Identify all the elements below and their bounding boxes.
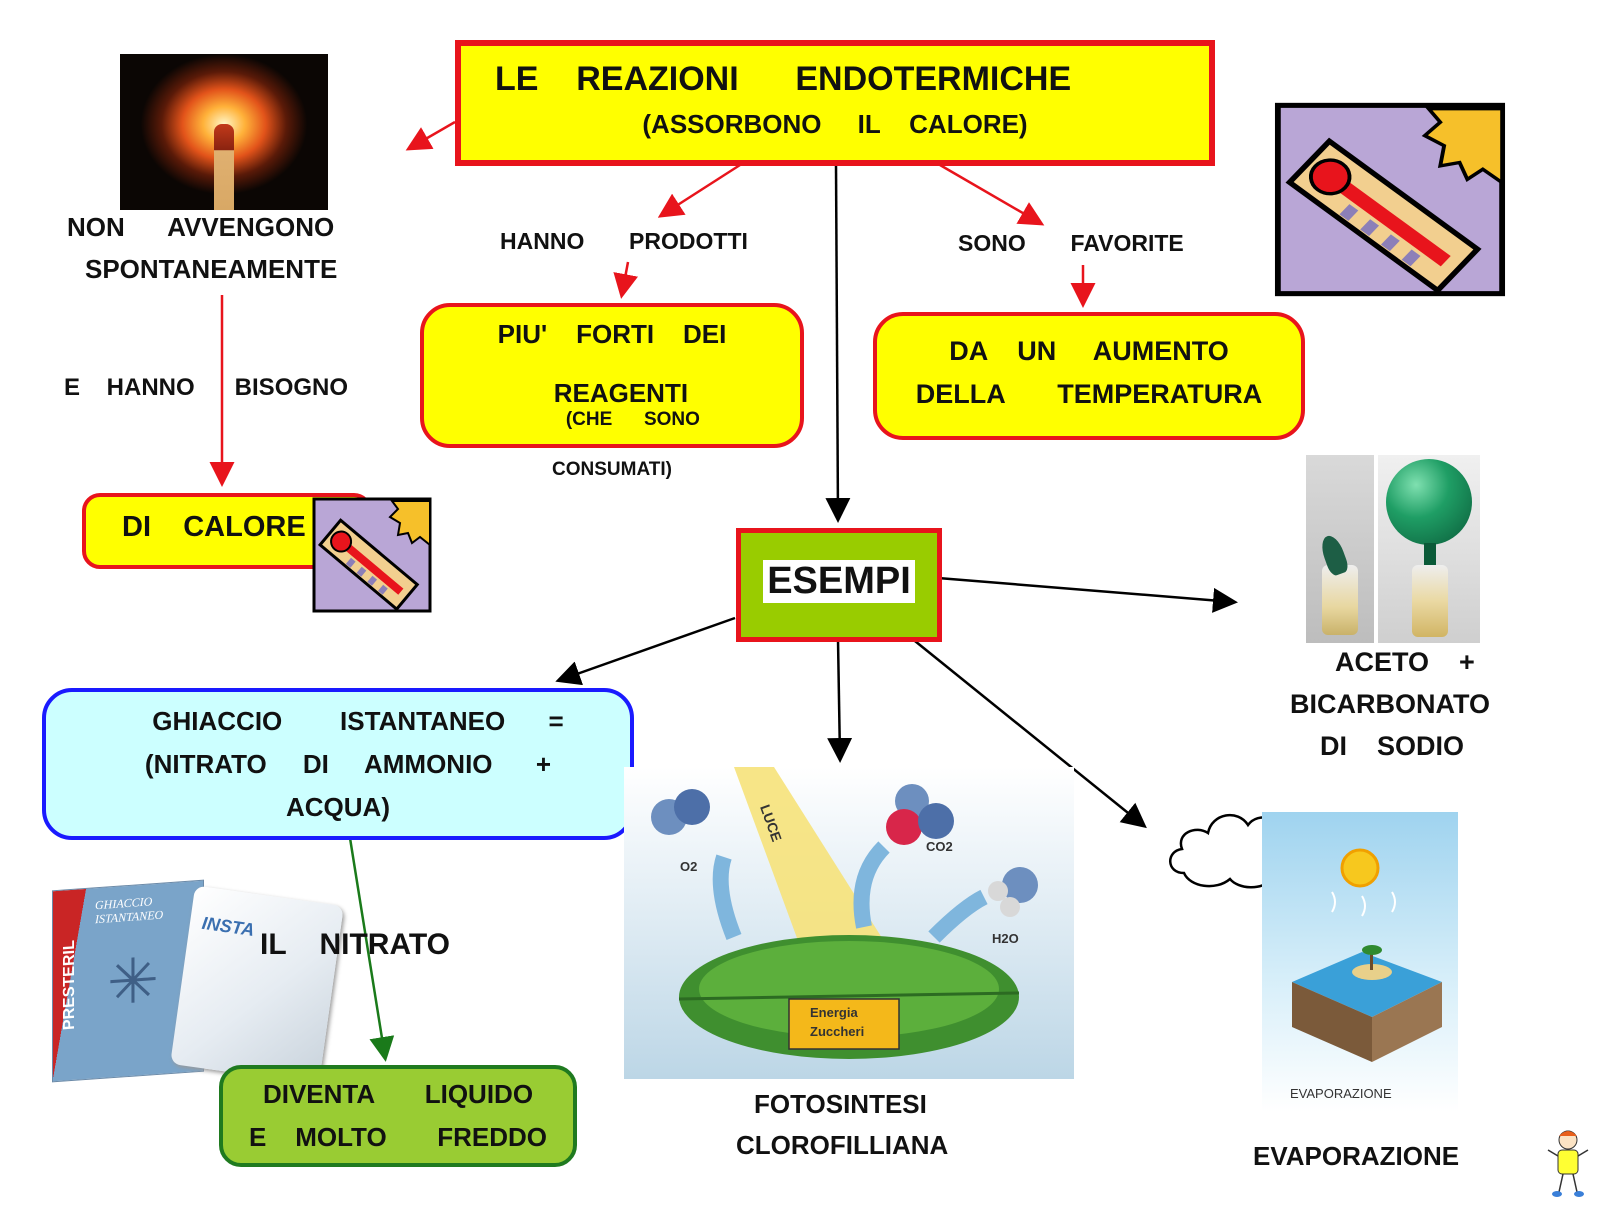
label-il-nitrato: IL NITRATO bbox=[260, 928, 451, 961]
calore-text: DI CALORE bbox=[122, 511, 306, 543]
snowflake-icon: ✳ bbox=[107, 945, 159, 1019]
bottle-deflated-photo bbox=[1306, 455, 1374, 643]
liquido-box: DIVENTA LIQUIDO E MOLTO FREDDO bbox=[219, 1065, 577, 1167]
mascot-icon bbox=[1544, 1128, 1592, 1200]
co2-label: CO2 bbox=[926, 839, 953, 854]
evaporazione-small-label: EVAPORAZIONE bbox=[1290, 1086, 1392, 1101]
label-sono-favorite: SONO FAVORITE bbox=[958, 230, 1184, 256]
caption-clorofilliana: CLOROFILLIANA bbox=[736, 1130, 949, 1160]
presteril-text: PRESTERIL bbox=[60, 939, 78, 1031]
caption-fotosintesi: FOTOSINTESI bbox=[754, 1089, 927, 1119]
prodotti-line-3: CONSUMATI) bbox=[552, 459, 672, 480]
evaporation-illustration: EVAPORAZIONE bbox=[1262, 812, 1458, 1112]
caption-di-sodio: DI SODIO bbox=[1320, 731, 1465, 761]
prodotti-reagenti: REAGENTI bbox=[553, 378, 689, 408]
title-line-2: (ASSORBONO IL CALORE) bbox=[642, 109, 1028, 139]
caption-bicarbonato: BICARBONATO bbox=[1290, 689, 1490, 719]
ghiaccio-box: GHIACCIO ISTANTANEO = (NITRATO DI AMMONI… bbox=[42, 688, 634, 840]
title-box: LE REAZIONI ENDOTERMICHE (ASSORBONO IL C… bbox=[455, 40, 1215, 166]
liquido-line-1: DIVENTA LIQUIDO bbox=[262, 1079, 534, 1109]
title-line-1: LE REAZIONI ENDOTERMICHE bbox=[495, 60, 1072, 98]
zuccheri-label: Zuccheri bbox=[810, 1024, 865, 1039]
ghiaccio-line-1: GHIACCIO ISTANTANEO = bbox=[152, 706, 564, 736]
label-hanno-prodotti: HANNO PRODOTTI bbox=[500, 228, 748, 254]
instant-pack-text: INSTA bbox=[200, 912, 256, 940]
h2o-label: H2O bbox=[992, 931, 1019, 946]
arrow-esempi-to-ghiaccio bbox=[555, 616, 736, 686]
thermometer-sun-icon-small bbox=[312, 497, 432, 613]
temperatura-line-2: DELLA TEMPERATURA bbox=[915, 379, 1263, 409]
o2-label: O2 bbox=[680, 859, 698, 874]
prodotti-line-2: REAGENTI (CHE SONO bbox=[424, 360, 800, 449]
arrow-title-to-esempi bbox=[825, 164, 851, 523]
temperatura-box: DA UN AUMENTO DELLA TEMPERATURA bbox=[873, 312, 1305, 440]
arrow-esempi-to-fotosintesi bbox=[827, 639, 853, 763]
ice-bag: INSTA bbox=[170, 885, 344, 1085]
label-e-hanno-bisogno: E HANNO BISOGNO bbox=[64, 374, 349, 401]
bottle-inflated-photo bbox=[1378, 455, 1480, 643]
ghiaccio-line-2: (NITRATO DI AMMONIO + bbox=[144, 749, 552, 779]
arrow-prodotti-down bbox=[613, 261, 638, 299]
instant-ice-pack-photo: PRESTERIL GHIACCIO ISTANTANEO ✳ INSTA bbox=[52, 879, 352, 1085]
arrow-title-to-prodotti bbox=[657, 163, 741, 218]
esempi-text: ESEMPI bbox=[763, 560, 915, 603]
esempi-box: ESEMPI bbox=[736, 528, 942, 642]
prodotti-box: PIU' FORTI DEI REAGENTI (CHE SONO CONSUM… bbox=[420, 303, 804, 480]
burning-match-photo bbox=[120, 54, 328, 210]
match-stick-icon bbox=[214, 124, 234, 210]
thermometer-sun-icon-large bbox=[1274, 102, 1506, 297]
prodotti-che-sono: (CHE SONO bbox=[565, 409, 700, 430]
arrow-title-to-match bbox=[405, 120, 456, 151]
label-spontaneamente: SPONTANEAMENTE bbox=[85, 254, 338, 284]
label-non-avvengono: NON AVVENGONO bbox=[67, 212, 335, 242]
ghiaccio-line-3: ACQUA) bbox=[286, 792, 390, 822]
photosynthesis-illustration: O2 CO2 H2O LUCE Energia Zuccheri bbox=[624, 767, 1074, 1079]
caption-evaporazione: EVAPORAZIONE bbox=[1253, 1141, 1460, 1171]
prodotti-line-1: PIU' FORTI DEI bbox=[497, 319, 727, 349]
liquido-line-2: E MOLTO FREDDO bbox=[248, 1122, 548, 1152]
temperatura-line-1: DA UN AUMENTO bbox=[949, 336, 1229, 366]
balloon-bottle-photo bbox=[1306, 455, 1480, 643]
arrow-esempi-to-aceto bbox=[937, 576, 1238, 613]
caption-aceto: ACETO + bbox=[1335, 647, 1475, 677]
arrow-title-to-favorite bbox=[939, 163, 1045, 226]
energia-label: Energia bbox=[810, 1005, 858, 1020]
